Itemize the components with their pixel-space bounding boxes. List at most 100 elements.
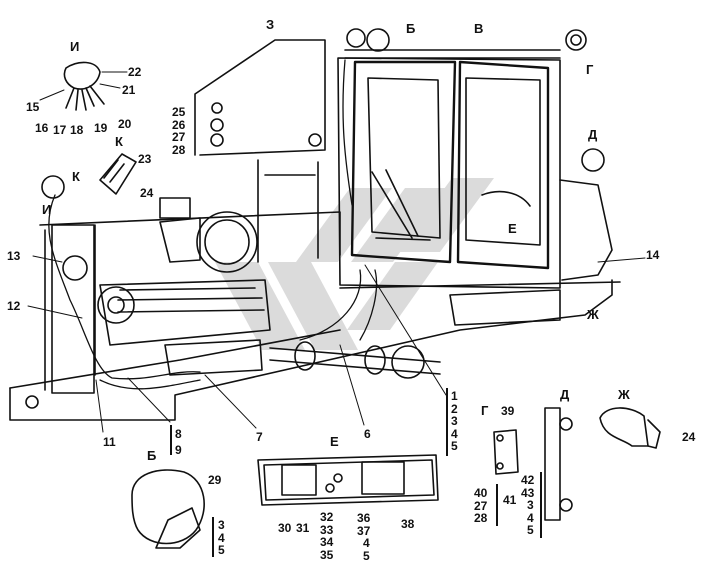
callout-37: 37 — [357, 523, 371, 538]
callout-d-3: 3 — [527, 498, 534, 512]
callout-28: 28 — [172, 142, 186, 157]
callout-e-5: 5 — [363, 548, 370, 563]
callout-22: 22 — [128, 65, 142, 79]
callout-4: 4 — [451, 426, 458, 441]
callout-8: 8 — [175, 427, 182, 441]
engine-block — [97, 279, 271, 376]
callout-11: 11 — [103, 435, 116, 449]
callout-9: 9 — [175, 443, 182, 457]
section-e-marker: Е — [508, 221, 517, 236]
callout-13: 13 — [7, 249, 21, 263]
callout-17: 17 — [53, 123, 67, 137]
callout-39: 39 — [501, 404, 515, 418]
callout-19: 19 — [94, 121, 108, 135]
callout-g-27: 27 — [474, 498, 488, 513]
callout-34: 34 — [320, 535, 334, 549]
detail-z-panel — [194, 39, 326, 156]
callout-41: 41 — [503, 493, 517, 507]
detail-i-lamp — [63, 61, 105, 111]
headlamp-left — [346, 28, 390, 52]
callout-32: 32 — [320, 510, 334, 524]
callout-3: 3 — [451, 414, 458, 428]
callout-27: 27 — [172, 130, 186, 144]
callout-5: 5 — [451, 439, 458, 453]
headlamp-right — [565, 29, 587, 51]
callout-d-5: 5 — [527, 523, 534, 537]
detail-k-switch — [99, 153, 137, 195]
leader-bar-g — [496, 484, 498, 526]
section-e: Е — [330, 434, 339, 449]
callout-23: 23 — [138, 152, 152, 166]
callout-26: 26 — [172, 117, 186, 132]
callout-35: 35 — [320, 547, 334, 562]
callout-24: 24 — [140, 186, 154, 200]
callout-12: 12 — [7, 299, 21, 313]
detail-g-bracket — [493, 429, 519, 475]
callout-stack-32-35: 32 33 34 35 — [320, 511, 333, 561]
detail-d-bracket — [544, 407, 573, 521]
leader-lines — [27, 71, 646, 433]
section-k-marker: К — [72, 169, 80, 184]
section-k: К — [115, 134, 123, 149]
callout-stack-36-5: 36 37 4 5 — [357, 512, 370, 562]
callout-25: 25 — [172, 105, 186, 119]
callout-b-3: 3 — [218, 518, 225, 532]
section-d: Д — [560, 387, 570, 402]
detail-zh-plate — [599, 407, 661, 449]
callout-stack-1-5: 1 2 3 4 5 — [451, 390, 458, 453]
callout-42: 42 — [521, 473, 535, 487]
section-d-marker: Д — [588, 127, 598, 142]
drive-shaft — [269, 341, 441, 379]
work-lamp — [581, 148, 605, 172]
callout-d-4: 4 — [527, 510, 534, 525]
section-i-marker: И — [42, 202, 52, 217]
callout-stack-d: 42 43 3 4 5 — [521, 474, 534, 537]
leader-bar-8-9 — [170, 425, 172, 455]
callout-2: 2 — [451, 401, 458, 416]
detail-e-console — [257, 454, 439, 506]
callout-36: 36 — [357, 511, 371, 525]
callout-30: 30 — [278, 521, 292, 535]
callout-33: 33 — [320, 522, 334, 537]
callout-stack-b: 3 4 5 — [218, 519, 225, 557]
section-g-marker: Г — [586, 62, 594, 77]
leader-bar-b — [212, 517, 214, 557]
callout-stack-25-28: 25 26 27 28 — [172, 106, 185, 156]
callout-e-4: 4 — [363, 536, 370, 550]
section-g: Г — [481, 403, 489, 418]
section-zh: Ж — [618, 387, 630, 402]
detail-b-mirror — [131, 469, 205, 549]
leader-bar-1-5 — [446, 388, 448, 456]
section-b: Б — [147, 448, 157, 463]
section-i: И — [70, 39, 80, 54]
callout-16: 16 — [35, 121, 49, 135]
callout-31: 31 — [296, 521, 310, 535]
callout-18: 18 — [70, 123, 84, 137]
wiring-harness — [48, 59, 378, 390]
section-b-marker: Б — [406, 21, 416, 36]
radiator — [25, 224, 95, 409]
section-z: З — [266, 17, 275, 32]
callout-21: 21 — [122, 83, 136, 97]
callout-g-28: 28 — [474, 511, 488, 525]
leader-bar-d — [540, 472, 542, 538]
callout-29: 29 — [208, 473, 222, 487]
front-lamp — [41, 175, 65, 199]
callout-43: 43 — [521, 485, 535, 500]
callout-zh-24: 24 — [682, 430, 696, 444]
section-v-marker: В — [474, 21, 484, 36]
callout-stack-g: 40 27 28 — [474, 487, 487, 525]
watermark-logo — [215, 178, 494, 350]
callout-b-5: 5 — [218, 543, 225, 557]
callout-b-4: 4 — [218, 530, 225, 545]
callout-14: 14 — [646, 248, 660, 262]
callout-20: 20 — [118, 117, 132, 131]
callout-6: 6 — [364, 427, 371, 441]
callout-7: 7 — [256, 430, 263, 444]
callout-40: 40 — [474, 486, 488, 500]
callout-15: 15 — [26, 100, 40, 114]
section-zh-marker: Ж — [587, 307, 599, 322]
callout-1: 1 — [451, 389, 458, 403]
